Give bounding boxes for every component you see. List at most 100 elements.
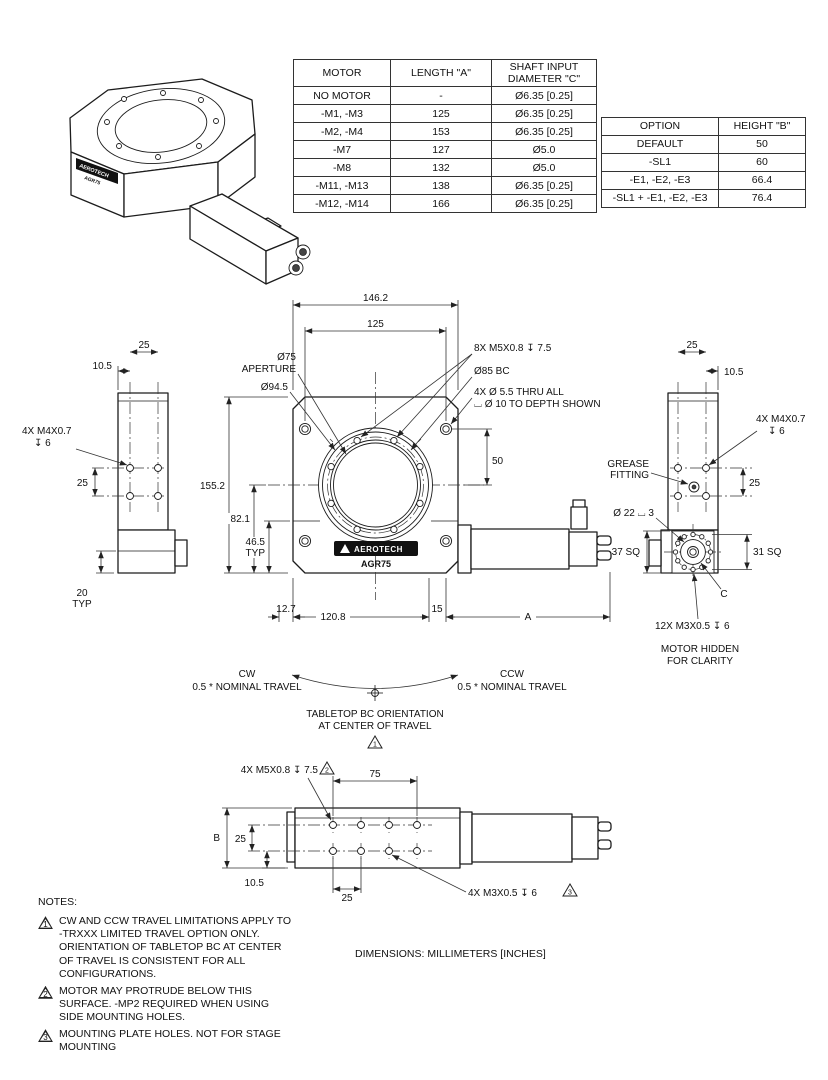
dim-bottom-25v: 25	[235, 834, 247, 845]
option-table-header-height: HEIGHT "B"	[718, 117, 806, 136]
table-cell: -M8	[293, 158, 391, 178]
dim-typ-height: 46.5	[246, 537, 266, 548]
option-table-header-option: OPTION	[601, 117, 719, 136]
dim-typ-label: TYP	[246, 548, 266, 559]
callout-shaft-c: C	[720, 589, 727, 600]
table-cell: -SL1 + -E1, -E2, -E3	[601, 189, 719, 208]
table-cell: Ø6.35 [0.25]	[491, 176, 597, 196]
dim-sq31: 31 SQ	[753, 547, 782, 558]
front-view: AEROTECH AGR75 146.2 125 Ø75 APERTURE Ø9…	[196, 293, 612, 623]
isometric-view: AEROTECH AGR75	[69, 78, 311, 285]
flag-triangle-1	[367, 735, 383, 749]
front-model-label: AGR75	[361, 559, 391, 569]
table-cell: -M2, -M4	[293, 122, 391, 142]
dim-hole-width: 125	[367, 319, 384, 330]
table-cell: -M7	[293, 140, 391, 160]
note-1: 1 CW AND CCW TRAVEL LIMITATIONS APPLY TO…	[38, 915, 358, 981]
table-cell: 132	[390, 158, 492, 178]
callout-left-tap-1: 4X M4X0.7	[22, 426, 72, 437]
dim-b4: A	[525, 612, 532, 623]
table-cell: 66.4	[718, 171, 806, 190]
table-cell: Ø6.35 [0.25]	[491, 86, 597, 106]
dim-right-105: 10.5	[724, 367, 744, 378]
table-cell: 166	[390, 194, 492, 214]
callout-boss: Ø94.5	[261, 382, 289, 393]
flag-2-number: 2	[325, 768, 329, 775]
table-row: -SL1 + -E1, -E2, -E3 76.4	[601, 189, 806, 208]
notes-block: NOTES: 1 CW AND CCW TRAVEL LIMITATIONS A…	[38, 896, 358, 1058]
table-cell: 50	[718, 135, 806, 154]
callout-bottom-m5: 4X M5X0.8 ↧ 7.5	[241, 765, 319, 776]
callout-boss-22: Ø 22 ⌴ 3	[613, 508, 654, 519]
table-cell: Ø5.0	[491, 140, 597, 160]
dim-right-25: 25	[749, 478, 761, 489]
label-cw: CW	[239, 669, 256, 680]
dim-bottom-b: B	[213, 833, 220, 844]
table-row: -E1, -E2, -E3 66.4	[601, 171, 806, 190]
flag-triangle-3-note: 3	[38, 1029, 53, 1042]
flag-triangle-2	[319, 761, 335, 775]
flag-triangle-1-note: 1	[38, 916, 53, 929]
callout-left-tap-2: ↧ 6	[34, 438, 51, 449]
motor-table: MOTOR LENGTH "A" SHAFT INPUT DIAMETER "C…	[293, 58, 597, 214]
units-note: DIMENSIONS: MILLIMETERS [INCHES]	[355, 948, 546, 960]
flag-number: 3	[43, 1033, 48, 1043]
table-cell: -M12, -M14	[293, 194, 391, 214]
flag-triangle-3	[562, 883, 578, 897]
table-row: -M12, -M14 166 Ø6.35 [0.25]	[293, 194, 597, 214]
callout-grease-2: FITTING	[610, 470, 649, 481]
note-3: 3 MOUNTING PLATE HOLES. NOT FOR STAGE MO…	[38, 1028, 358, 1054]
table-cell: 125	[390, 104, 492, 124]
dim-sq37: 37 SQ	[612, 547, 641, 558]
dim-b1: 12.7	[276, 604, 296, 615]
travel-diagram: CW 0.5 * NOMINAL TRAVEL CCW 0.5 * NOMINA…	[192, 669, 567, 749]
label-cw-travel: 0.5 * NOMINAL TRAVEL	[192, 682, 302, 693]
table-cell: Ø6.35 [0.25]	[491, 122, 597, 142]
right-side-view: 25 10.5 4X M4X0.7 ↧ 6 25 GREASE FITTING …	[607, 340, 806, 667]
motor-table-header-shaft: SHAFT INPUT DIAMETER "C"	[491, 58, 597, 88]
callout-8x-tap: 8X M5X0.8 ↧ 7.5	[474, 343, 552, 354]
bottom-view: 75 4X M5X0.8 ↧ 7.5 2 B 25 10.5 25 4X M3X…	[213, 761, 612, 904]
table-cell: 127	[390, 140, 492, 160]
callout-aperture-1: Ø75	[277, 352, 296, 363]
label-ccw: CCW	[500, 669, 524, 680]
table-cell: -M1, -M3	[293, 104, 391, 124]
table-cell: Ø6.35 [0.25]	[491, 104, 597, 124]
dim-left-25: 25	[77, 478, 89, 489]
note-motor-hidden-2: FOR CLARITY	[667, 656, 733, 667]
front-brand-label: AEROTECH	[354, 545, 403, 554]
flag-number: 2	[43, 989, 48, 999]
callout-thru-1: 4X Ø 5.5 THRU ALL	[474, 387, 564, 398]
flag-3-number: 3	[568, 890, 572, 897]
note-3-text: MOUNTING PLATE HOLES. NOT FOR STAGE MOUN…	[59, 1028, 281, 1054]
iso-model-label: AGR75	[83, 175, 101, 186]
flag-triangle-2-note: 2	[38, 986, 53, 999]
flag-1-number: 1	[373, 742, 377, 749]
dim-left-105: 10.5	[93, 361, 113, 372]
table-row: -M2, -M4 153 Ø6.35 [0.25]	[293, 122, 597, 142]
label-tabletop-bc-2: AT CENTER OF TRAVEL	[318, 721, 432, 732]
dim-bottom-105: 10.5	[245, 878, 265, 889]
table-cell: -M11, -M13	[293, 176, 391, 196]
callout-bc: Ø85 BC	[474, 366, 510, 377]
dim-left-25-top: 25	[138, 340, 150, 351]
note-motor-hidden-1: MOTOR HIDDEN	[661, 644, 739, 655]
label-tabletop-bc-1: TABLETOP BC ORIENTATION	[306, 709, 443, 720]
table-cell: DEFAULT	[601, 135, 719, 154]
table-cell: 60	[718, 153, 806, 172]
table-row: -SL1 60	[601, 153, 806, 172]
label-ccw-travel: 0.5 * NOMINAL TRAVEL	[457, 682, 567, 693]
note-1-text: CW AND CCW TRAVEL LIMITATIONS APPLY TO -…	[59, 915, 292, 980]
table-cell: 138	[390, 176, 492, 196]
table-row: -M7 127 Ø5.0	[293, 140, 597, 160]
table-row: -M11, -M13 138 Ø6.35 [0.25]	[293, 176, 597, 196]
table-cell: -SL1	[601, 153, 719, 172]
callout-12x-tap: 12X M3X0.5 ↧ 6	[655, 621, 730, 632]
flag-number: 1	[43, 920, 48, 930]
table-row: -M1, -M3 125 Ø6.35 [0.25]	[293, 104, 597, 124]
callout-right-tap-2: ↧ 6	[768, 426, 785, 437]
dim-overall-width: 146.2	[363, 293, 388, 304]
note-2: 2 MOTOR MAY PROTRUDE BELOW THIS SURFACE.…	[38, 985, 358, 1024]
